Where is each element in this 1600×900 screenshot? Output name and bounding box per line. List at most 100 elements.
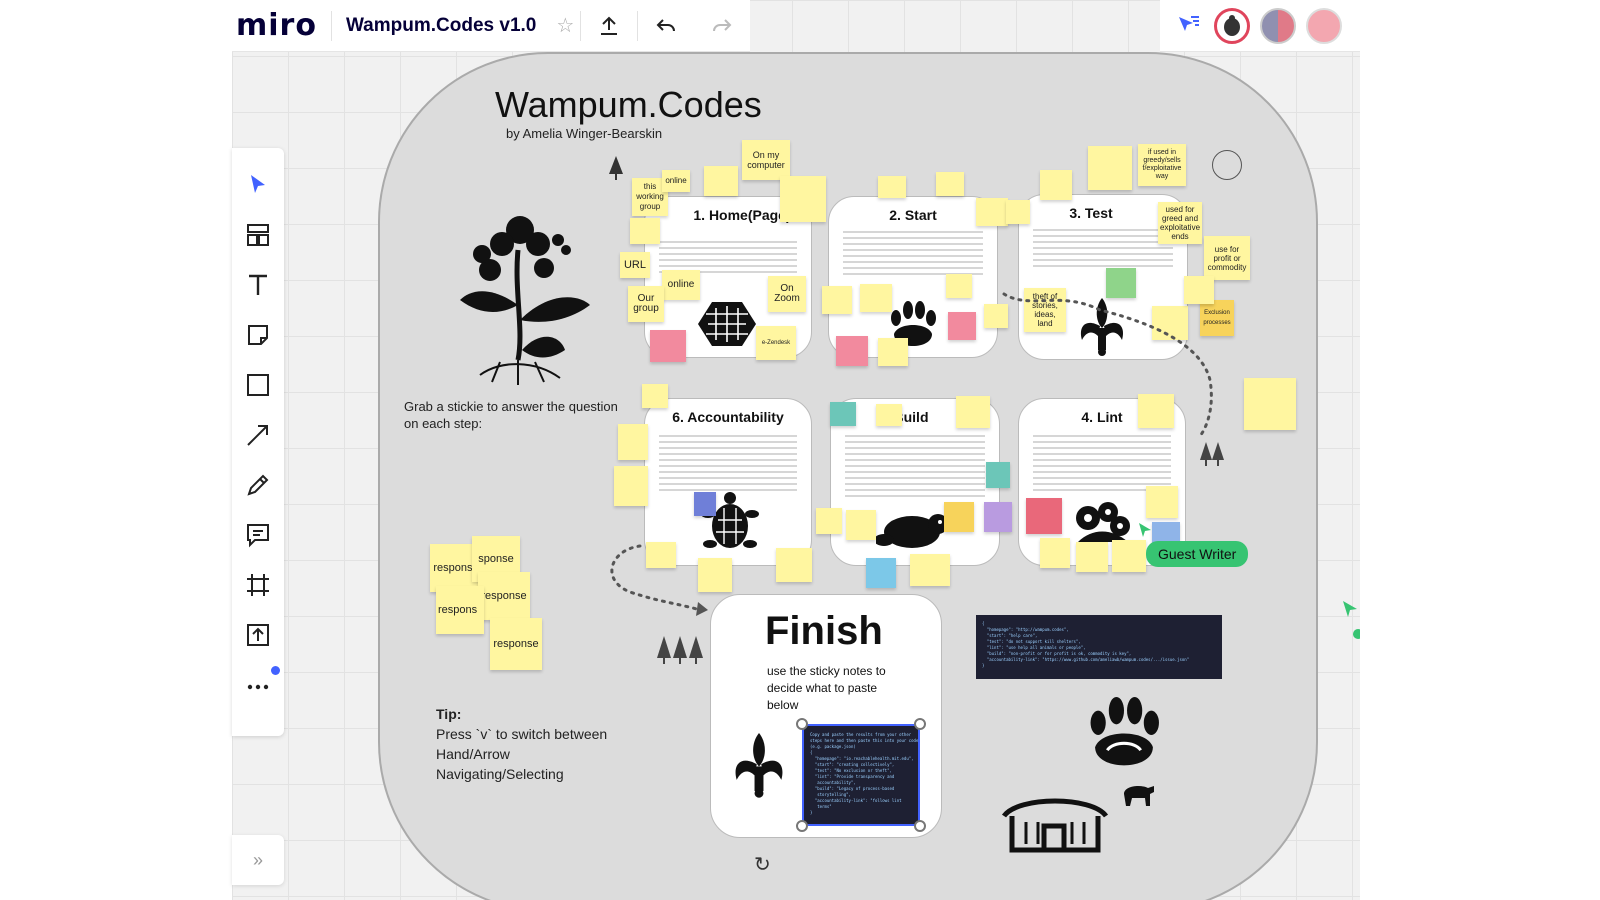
sticky-note[interactable]: online — [662, 170, 690, 192]
star-icon[interactable]: ☆ — [556, 15, 575, 37]
sticky-note[interactable] — [984, 304, 1008, 328]
rotate-handle-icon[interactable]: ↻ — [754, 854, 771, 876]
avatar[interactable] — [1214, 7, 1250, 44]
sticky-note[interactable]: Exclusion processes — [1200, 300, 1234, 336]
sticky-note[interactable] — [1088, 146, 1132, 190]
resize-handle[interactable] — [914, 718, 926, 730]
sticky-note[interactable] — [1040, 170, 1072, 200]
sticky-note[interactable] — [816, 508, 842, 534]
sticky-note[interactable] — [1112, 540, 1146, 572]
sticky-note[interactable] — [846, 510, 876, 540]
code-line: (e.g. package.json) — [810, 744, 856, 749]
code-line: "start": "help care", — [982, 633, 1038, 638]
sticky-note[interactable] — [694, 492, 716, 516]
text-tool[interactable] — [238, 260, 278, 310]
sticky-note[interactable] — [1138, 394, 1174, 428]
sticky-note[interactable] — [698, 558, 732, 592]
code-snippet-panel[interactable]: { "homepage": "http://wampum.codes", "st… — [976, 615, 1222, 679]
finish-code-snippet[interactable]: Copy and paste the results from your oth… — [802, 724, 920, 826]
resize-handle[interactable] — [914, 820, 926, 832]
sticky-note[interactable] — [986, 462, 1010, 488]
shape-tool[interactable] — [238, 360, 278, 410]
sticky-note[interactable] — [1076, 542, 1108, 572]
sticky-note[interactable] — [780, 176, 826, 222]
sticky-note[interactable]: if used in greedy/sells f/exploitative w… — [1138, 144, 1186, 186]
sticky-note[interactable]: On Zoom — [768, 276, 806, 312]
pen-icon — [247, 474, 269, 496]
sticky-note[interactable] — [642, 384, 668, 408]
sticky-note[interactable] — [936, 172, 964, 196]
guest-cursor-label: Guest Writer — [1146, 541, 1249, 567]
templates-tool[interactable] — [238, 210, 278, 260]
sticky-note[interactable]: Our group — [628, 286, 664, 322]
sticky-note[interactable] — [878, 176, 906, 198]
sticky-note[interactable] — [614, 466, 648, 506]
sticky-note[interactable]: e-Zendesk — [756, 326, 796, 360]
sticky-note[interactable] — [704, 166, 738, 196]
sticky-note[interactable]: On my computer — [742, 140, 790, 180]
sticky-note[interactable] — [830, 402, 856, 426]
sticky-note[interactable] — [1152, 522, 1180, 544]
sticky-note[interactable] — [836, 336, 868, 366]
more-tools[interactable] — [238, 660, 280, 710]
sticky-note[interactable] — [1006, 200, 1030, 224]
response-sticky[interactable]: respons — [436, 586, 484, 634]
sticky-note[interactable]: URL — [620, 252, 650, 278]
sticky-note[interactable]: theft of stories, ideas, land — [1024, 288, 1066, 332]
sticky-note[interactable] — [650, 330, 686, 362]
sticky-note[interactable] — [630, 218, 660, 244]
sticky-note[interactable] — [910, 554, 950, 586]
sticky-note[interactable] — [1184, 276, 1214, 304]
sticky-note[interactable]: used for greed and exploitative ends — [1158, 202, 1202, 244]
sticky-note[interactable] — [946, 274, 972, 298]
miro-logo[interactable]: miro — [236, 8, 317, 43]
sticky-note[interactable] — [646, 542, 676, 568]
tip-line: Hand/Arrow — [436, 746, 510, 762]
pen-tool[interactable] — [238, 460, 278, 510]
resize-handle[interactable] — [796, 820, 808, 832]
frame-tool[interactable] — [238, 560, 278, 610]
sticky-note[interactable] — [1106, 268, 1136, 298]
avatar[interactable] — [1306, 7, 1342, 44]
response-sticky[interactable]: response — [490, 618, 542, 670]
undo-icon[interactable] — [638, 0, 694, 52]
sticky-note[interactable]: online — [662, 270, 700, 300]
sticky-note[interactable] — [1026, 498, 1062, 534]
select-tool[interactable] — [238, 160, 278, 210]
sticky-note[interactable] — [618, 424, 648, 460]
line-tool[interactable] — [238, 410, 278, 460]
resize-handle[interactable] — [796, 718, 808, 730]
circle-shape[interactable] — [1212, 150, 1242, 180]
redo-icon[interactable] — [694, 0, 750, 52]
sticky-note[interactable] — [948, 312, 976, 340]
comment-tool[interactable] — [238, 510, 278, 560]
step-description — [843, 231, 983, 275]
sticky-note[interactable] — [822, 286, 852, 314]
sticky-note[interactable] — [1152, 306, 1188, 340]
sticky-note[interactable] — [776, 548, 812, 582]
sticky-note[interactable] — [876, 404, 902, 426]
sticky-note[interactable] — [1244, 378, 1296, 430]
sticky-note[interactable] — [956, 396, 990, 428]
sticky-note[interactable]: use for profit or commodity — [1204, 236, 1250, 280]
sticky-note[interactable] — [944, 502, 974, 532]
sticky-note[interactable] — [984, 502, 1012, 532]
sticky-note[interactable] — [878, 338, 908, 366]
upload-icon[interactable] — [581, 0, 637, 52]
sticky-note[interactable] — [1146, 486, 1178, 518]
sticky-note[interactable] — [866, 558, 896, 588]
sticky-note[interactable] — [976, 198, 1008, 226]
avatar[interactable] — [1260, 7, 1296, 44]
more-icon — [247, 684, 269, 690]
expand-panel-button[interactable]: » — [232, 835, 284, 885]
cursor-filter-icon[interactable] — [1172, 10, 1204, 42]
response-sticky[interactable]: response — [478, 572, 530, 620]
sticky-note[interactable] — [1040, 538, 1070, 568]
collaborators-bar — [1160, 0, 1360, 52]
board-title[interactable]: Wampum.Codes v1.0 — [345, 14, 537, 36]
code-line: Copy and paste the results from your oth… — [810, 732, 912, 737]
sticky-note-tool[interactable] — [238, 310, 278, 360]
sticky-note[interactable] — [860, 284, 892, 312]
upload-tool[interactable] — [238, 610, 278, 660]
code-line: } — [982, 663, 985, 668]
